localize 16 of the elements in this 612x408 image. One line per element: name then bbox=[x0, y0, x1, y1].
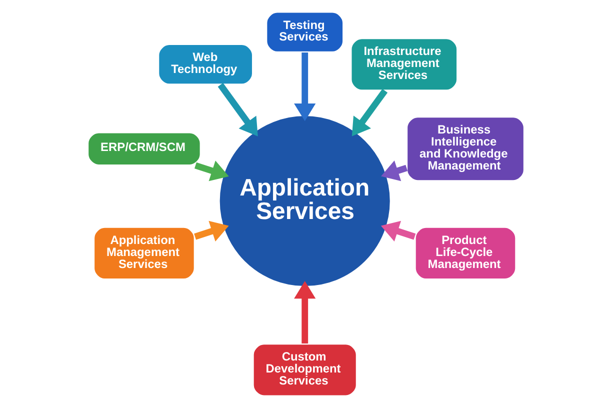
node-box: Testing Services bbox=[265, 10, 344, 54]
node-box: Custom Development Services bbox=[252, 342, 358, 398]
arrow bbox=[194, 220, 229, 242]
node-box: Business Intelligence and Knowledge Management bbox=[406, 116, 526, 182]
arrow bbox=[352, 88, 388, 136]
arrow bbox=[294, 281, 316, 344]
node-box: Application Management Services bbox=[92, 226, 196, 280]
node-box: Infrastructure Management Services bbox=[350, 37, 458, 92]
arrow bbox=[218, 82, 258, 136]
node-box: ERP/CRM/SCM bbox=[86, 131, 202, 166]
arrow bbox=[294, 52, 316, 122]
arrow bbox=[380, 160, 408, 182]
node-box: Product Life-Cycle Management bbox=[414, 226, 517, 280]
arrow bbox=[380, 220, 416, 242]
arrow bbox=[194, 160, 229, 182]
node-box: Web Technology bbox=[157, 43, 254, 86]
